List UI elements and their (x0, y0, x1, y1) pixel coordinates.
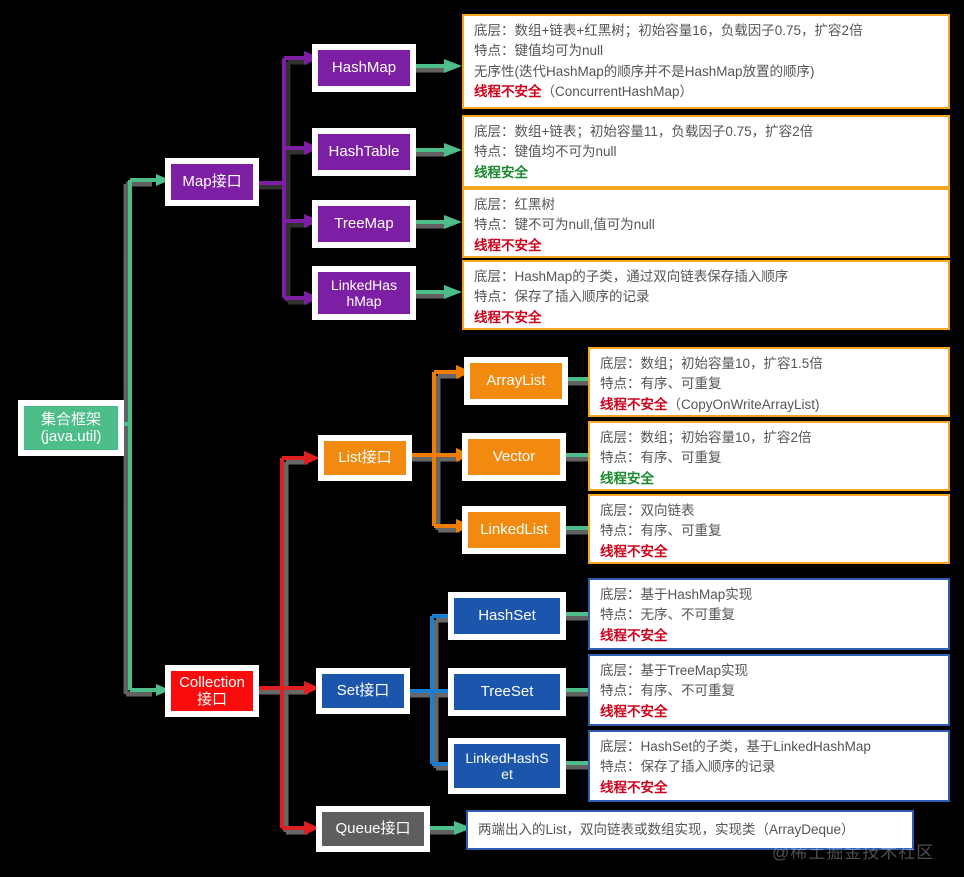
panel-vector-details: 底层：数组；初始容量10，扩容2倍 特点：有序、可重复 线程安全 (588, 421, 950, 491)
linkedhashset-detail-line1: 底层：HashSet的子类，基于LinkedHashMap (600, 739, 871, 754)
treemap-label: TreeMap (318, 206, 410, 242)
root-title-line1: 集合框架 (40, 410, 101, 428)
panel-queue-details: 两端出入的List，双向链表或数组实现，实现类（ArrayDeque） (466, 810, 914, 850)
treeset-label: TreeSet (454, 674, 560, 710)
node-queue-interface[interactable]: Queue接口 (316, 806, 430, 852)
connector-map-to-impls (254, 51, 320, 305)
linkedhashmap-detail-line1: 底层：HashMap的子类，通过双向链表保存插入顺序 (474, 269, 789, 284)
panel-linkedhashset-details: 底层：HashSet的子类，基于LinkedHashMap 特点：保存了插入顺序… (588, 730, 950, 802)
arraylist-detail-note: （CopyOnWriteArrayList) (667, 396, 820, 412)
hashmap-detail-line2: 特点：键值均可为null (474, 43, 604, 59)
linkedhashset-label-line2: et (501, 766, 513, 782)
hashtable-detail-line1: 底层：数组+链表；初始容量11，负载因子0.75，扩容2倍 (474, 124, 814, 139)
linkedhashmap-label-line2: hMap (346, 293, 382, 309)
panel-arraylist-details: 底层：数组；初始容量10，扩容1.5倍 特点：有序、可重复 线程不安全（Copy… (588, 347, 950, 417)
node-treeset[interactable]: TreeSet (448, 668, 566, 716)
hashset-thread-safety: 线程不安全 (600, 627, 668, 643)
hashmap-detail-note: （ConcurrentHashMap） (541, 83, 694, 99)
hashmap-thread-safety: 线程不安全 (474, 83, 542, 99)
hashset-detail-line1: 底层：基于HashMap实现 (600, 587, 753, 602)
node-hashmap[interactable]: HashMap (312, 44, 416, 92)
linkedhashmap-thread-safety: 线程不安全 (474, 309, 542, 325)
hashtable-thread-safety: 线程安全 (474, 164, 528, 180)
arraylist-label: ArrayList (470, 363, 562, 399)
connector-linkedhashmap-to-panel (412, 285, 462, 299)
watermark: @稀土掘金技术社区 (772, 843, 935, 862)
vector-detail-line1: 底层：数组；初始容量10，扩容2倍 (600, 430, 812, 445)
node-linkedhashset[interactable]: LinkedHashS et (448, 738, 566, 794)
vector-detail-line2: 特点：有序、可重复 (600, 450, 722, 466)
hashmap-label: HashMap (318, 50, 410, 86)
map-interface-label: Map接口 (171, 164, 253, 200)
queue-detail-line1: 两端出入的List，双向链表或数组实现，实现类（ArrayDeque） (478, 822, 855, 838)
node-vector[interactable]: Vector (462, 433, 566, 481)
linkedhashmap-detail-line2: 特点：保存了插入顺序的记录 (474, 289, 650, 305)
queue-interface-label: Queue接口 (322, 812, 424, 846)
node-set-interface[interactable]: Set接口 (316, 668, 410, 714)
hashtable-label: HashTable (318, 134, 410, 170)
node-hashtable[interactable]: HashTable (312, 128, 416, 176)
node-linkedhashmap[interactable]: LinkedHas hMap (312, 266, 416, 320)
arraylist-detail-line2: 特点：有序、可重复 (600, 376, 722, 392)
connector-hashtable-to-panel (412, 143, 462, 157)
hashmap-detail-line3: 无序性(迭代HashMap的顺序并不是HashMap放置的顺序) (474, 63, 815, 79)
collection-label-line1: Collection (179, 673, 245, 691)
hashset-detail-line2: 特点：无序、不可重复 (600, 607, 735, 623)
linkedlist-detail-line1: 底层：双向链表 (600, 503, 695, 518)
treemap-thread-safety: 线程不安全 (474, 237, 542, 253)
node-treemap[interactable]: TreeMap (312, 200, 416, 248)
panel-treeset-details: 底层：基于TreeMap实现 特点：有序、不可重复 线程不安全 (588, 654, 950, 726)
node-root-collection-framework[interactable]: 集合框架 (java.util) (18, 400, 124, 456)
arraylist-thread-safety: 线程不安全 (600, 396, 668, 412)
node-arraylist[interactable]: ArrayList (464, 357, 568, 405)
panel-linkedlist-details: 底层：双向链表 特点：有序、可重复 线程不安全 (588, 494, 950, 564)
linkedhashset-label-line1: LinkedHashS (465, 749, 549, 766)
treeset-thread-safety: 线程不安全 (600, 703, 668, 719)
treeset-detail-line2: 特点：有序、不可重复 (600, 683, 735, 699)
arraylist-detail-line1: 底层：数组；初始容量10，扩容1.5倍 (600, 356, 823, 371)
node-map-interface[interactable]: Map接口 (165, 158, 259, 206)
set-interface-label: Set接口 (322, 674, 404, 708)
connector-hashmap-to-panel (412, 59, 462, 73)
vector-label: Vector (468, 439, 560, 475)
panel-linkedhashmap-details: 底层：HashMap的子类，通过双向链表保存插入顺序 特点：保存了插入顺序的记录… (462, 260, 950, 330)
root-title-line2: (java.util) (40, 428, 102, 445)
hashtable-detail-line2: 特点：键值均不可为null (474, 144, 617, 160)
hashset-label: HashSet (454, 598, 560, 634)
linkedlist-detail-line2: 特点：有序、可重复 (600, 523, 722, 539)
connector-queue-to-panel (428, 821, 472, 835)
node-linkedlist[interactable]: LinkedList (462, 506, 566, 554)
linkedlist-thread-safety: 线程不安全 (600, 543, 668, 559)
linkedhashmap-label-line1: LinkedHas (330, 276, 398, 293)
panel-hashmap-details: 底层：数组+链表+红黑树；初始容量16，负载因子0.75，扩容2倍 特点：键值均… (462, 14, 950, 109)
treeset-detail-line1: 底层：基于TreeMap实现 (600, 663, 749, 678)
node-list-interface[interactable]: List接口 (318, 435, 412, 481)
collection-label-line2: 接口 (196, 691, 227, 708)
vector-thread-safety: 线程安全 (600, 470, 654, 486)
panel-hashtable-details: 底层：数组+链表；初始容量11，负载因子0.75，扩容2倍 特点：键值均不可为n… (462, 115, 950, 188)
node-collection-interface[interactable]: Collection 接口 (165, 665, 259, 717)
treemap-detail-line2: 特点：键不可为null,值可为null (474, 217, 655, 233)
connector-collection-to-interfaces (254, 451, 320, 835)
panel-hashset-details: 底层：基于HashMap实现 特点：无序、不可重复 线程不安全 (588, 578, 950, 650)
connector-treemap-to-panel (412, 215, 462, 229)
linkedhashset-detail-line2: 特点：保存了插入顺序的记录 (600, 759, 776, 775)
treemap-detail-line1: 底层：红黑树 (474, 197, 555, 212)
node-hashset[interactable]: HashSet (448, 592, 566, 640)
panel-treemap-details: 底层：红黑树 特点：键不可为null,值可为null 线程不安全 (462, 188, 950, 258)
hashmap-detail-line1: 底层：数组+链表+红黑树；初始容量16，负载因子0.75，扩容2倍 (474, 23, 863, 38)
list-interface-label: List接口 (324, 441, 406, 475)
connector-root-branches (114, 174, 170, 697)
linkedlist-label: LinkedList (468, 512, 560, 548)
linkedhashset-thread-safety: 线程不安全 (600, 779, 668, 795)
